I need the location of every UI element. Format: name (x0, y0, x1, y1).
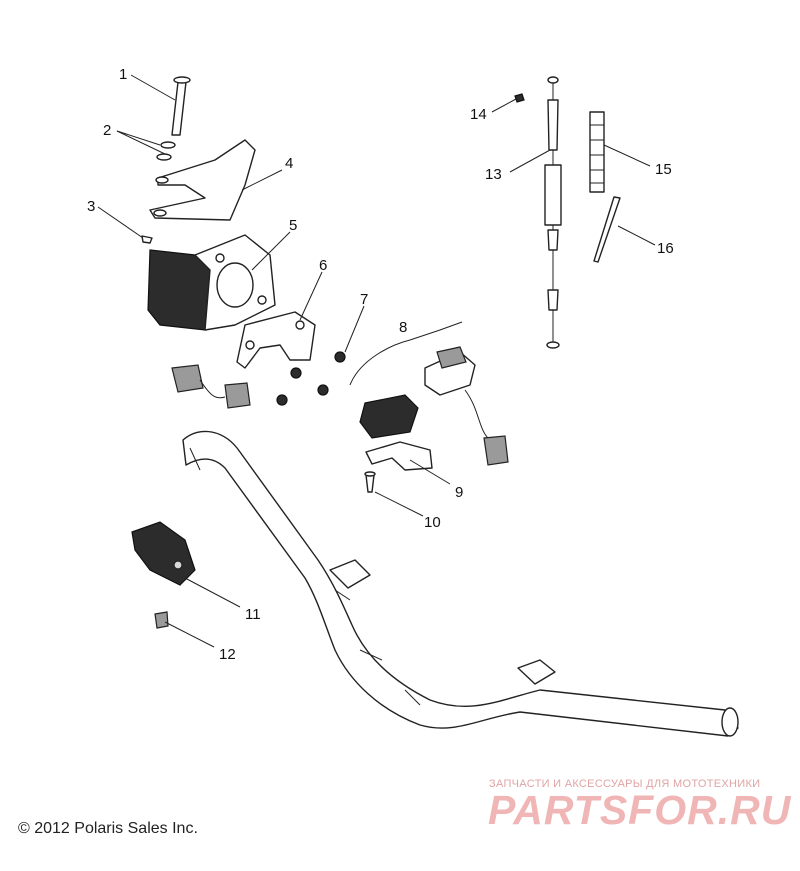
callout-1: 1 (119, 66, 127, 83)
callout-6: 6 (319, 257, 327, 274)
callout-9: 9 (455, 484, 463, 501)
callout-5: 5 (289, 217, 297, 234)
pin (593, 196, 621, 263)
switch-connector (171, 364, 251, 409)
clamp-screw (364, 471, 376, 493)
mount-bracket (149, 139, 256, 221)
plug (154, 611, 169, 629)
callout-7: 7 (360, 291, 368, 308)
cable-clip (514, 93, 525, 103)
screws (276, 351, 346, 406)
left-mount (131, 521, 196, 586)
cover (236, 311, 316, 369)
watermark-tagline: ЗАПЧАСТИ И АКСЕССУАРЫ ДЛЯ МОТОТЕХНИКИ (489, 778, 761, 790)
callout-8: 8 (399, 319, 407, 336)
leader-lines (97, 74, 656, 648)
callout-10: 10 (424, 514, 441, 531)
callout-4: 4 (285, 155, 293, 172)
sleeve (589, 111, 605, 193)
callout-11: 11 (245, 606, 261, 623)
callout-labels: 1 2 3 4 5 6 7 8 9 10 11 12 13 14 15 16 (87, 66, 674, 663)
throttle-cable (544, 76, 562, 349)
callout-3: 3 (87, 198, 95, 215)
callout-2: 2 (103, 122, 111, 139)
watermark-logo: PARTSFOR.RU (488, 787, 792, 833)
throttle-housing (147, 234, 276, 331)
clip (141, 235, 153, 244)
callout-15: 15 (655, 161, 672, 178)
bolt (171, 76, 191, 136)
clamp (365, 441, 433, 471)
switch-assembly (359, 346, 509, 466)
handlebar (182, 430, 739, 737)
callout-13: 13 (485, 166, 502, 183)
callout-16: 16 (657, 240, 674, 257)
callout-12: 12 (219, 646, 236, 663)
callout-14: 14 (470, 106, 487, 123)
copyright-text: © 2012 Polaris Sales Inc. (18, 820, 198, 837)
